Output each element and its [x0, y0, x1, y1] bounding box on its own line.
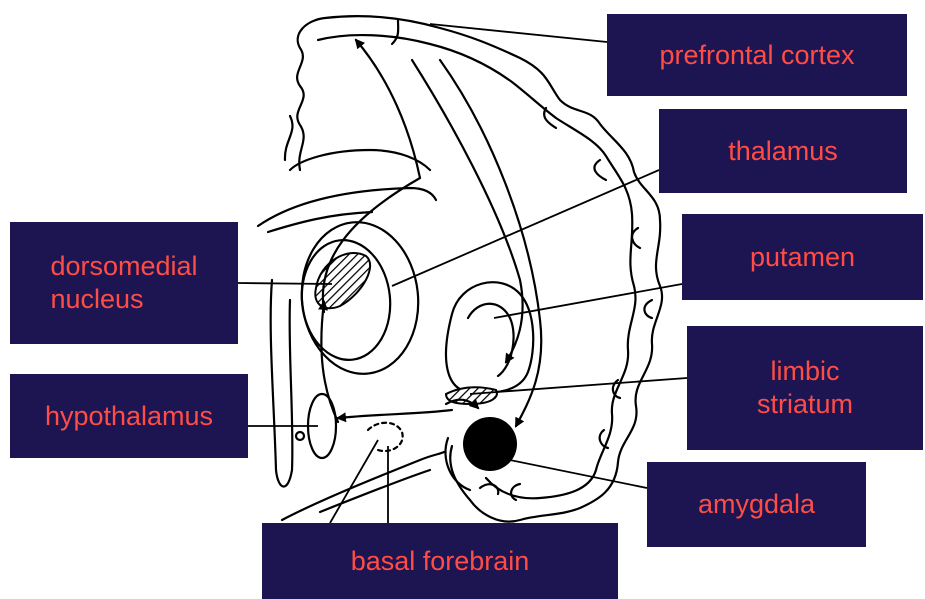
label-thalamus-text: thalamus — [728, 135, 838, 168]
label-limbic-striatum-text: limbic striatum — [757, 355, 853, 421]
label-dorsomedial-nucleus: dorsomedial nucleus — [10, 222, 238, 344]
label-amygdala-text: amygdala — [698, 488, 815, 521]
leader-amygdala — [500, 458, 647, 488]
label-hypothalamus: hypothalamus — [10, 374, 248, 458]
label-limbic-striatum: limbic striatum — [687, 326, 923, 450]
putamen-region — [446, 282, 533, 392]
leader-dorsomedial — [238, 283, 332, 284]
arrow-to-hypothalamus — [338, 410, 452, 418]
label-basal-forebrain-text: basal forebrain — [351, 545, 530, 578]
leader-limbic — [470, 378, 687, 394]
amygdala-nucleus — [463, 417, 517, 471]
label-hypothalamus-text: hypothalamus — [45, 400, 213, 433]
arrow-basal-to-dorsomedial — [321, 302, 338, 422]
thalamus-region — [294, 216, 425, 379]
label-basal-forebrain: basal forebrain — [262, 523, 618, 599]
label-prefrontal-cortex-text: prefrontal cortex — [659, 39, 854, 72]
label-dorsomedial-nucleus-text: dorsomedial nucleus — [50, 250, 197, 316]
leader-basal-1 — [330, 440, 378, 523]
label-thalamus: thalamus — [659, 109, 907, 193]
leader-thalamus — [392, 170, 659, 286]
label-prefrontal-cortex: prefrontal cortex — [607, 14, 907, 96]
label-putamen: putamen — [682, 214, 923, 300]
label-putamen-text: putamen — [750, 241, 855, 274]
label-amygdala: amygdala — [647, 462, 866, 547]
